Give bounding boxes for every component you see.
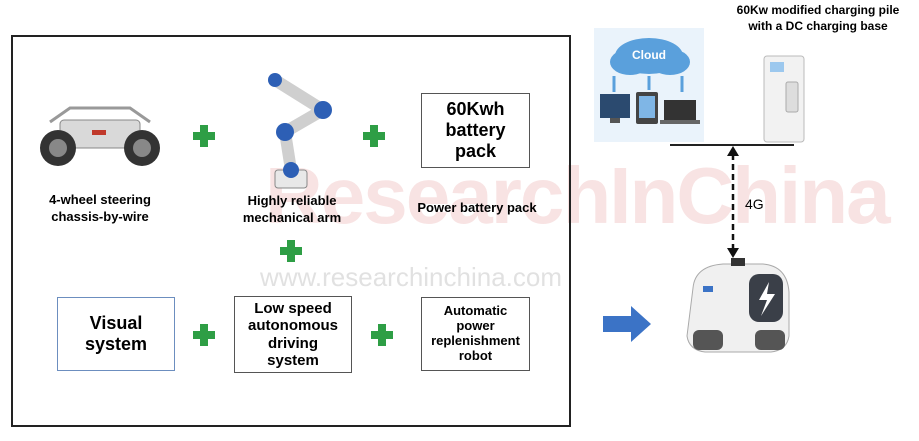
plus-icon [280,240,302,262]
replenishment-robot-box: Automatic power replenishment robot [421,297,530,371]
plus-icon [193,324,215,346]
chassis-image [40,106,160,166]
battery-pack-box: 60Kwh battery pack [421,93,530,168]
watermark-brand: ResearchInChina [265,151,891,240]
arm-label: Highly reliable mechanical arm [242,193,342,225]
link-label: 4G [745,196,764,212]
charging-pile-image [763,55,805,143]
charging-pile-label: 60Kw modified charging pile with a DC ch… [736,3,900,33]
chassis-label: 4-wheel steering chassis-by-wire [49,192,151,224]
components-frame [11,35,571,427]
replenishment-robot-image [686,258,790,353]
mechanical-arm-image [268,73,332,189]
cloud-label: Cloud [632,48,666,62]
plus-icon [363,125,385,147]
plus-icon [193,125,215,147]
plus-icon [371,324,393,346]
4g-link-arrow [727,146,739,258]
cloud-devices-image [594,28,704,142]
network-line [670,144,794,146]
right-arrow-icon [603,306,651,342]
watermark-url: www.researchinchina.com [260,262,563,292]
battery-label: Power battery pack [417,200,537,215]
autonomous-driving-box: Low speed autonomous driving system [234,296,352,373]
visual-system-box: Visual system [57,297,175,371]
